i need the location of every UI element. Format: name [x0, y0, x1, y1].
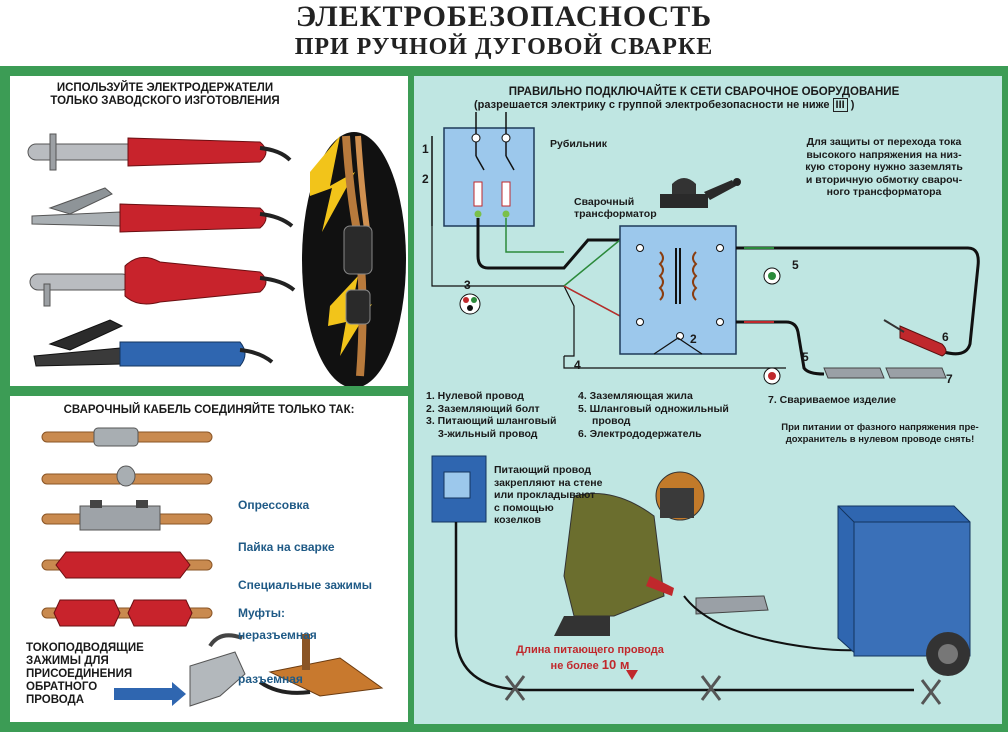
transformer-label-2: трансформатор: [574, 208, 657, 220]
protection-note-1: Для защиты от перехода тока: [806, 136, 962, 148]
clamps-text-4: ОБРАТНОГО: [26, 681, 98, 693]
num-7: 7: [946, 372, 953, 386]
method-solder: Пайка на сварке: [238, 540, 335, 554]
supply-note-5: козелков: [494, 514, 541, 526]
legend-5b: провод: [592, 415, 631, 427]
method-detachable: разъемная: [238, 672, 303, 686]
holders-header-line2: ТОЛЬКО ЗАВОДСКОГО ИЗГОТОВЛЕНИЯ: [50, 95, 280, 107]
page-subtitle: ПРИ РУЧНОЙ ДУГОВОЙ СВАРКЕ: [294, 34, 714, 60]
supply-note-3: или прокладывают: [494, 489, 596, 501]
clamps-text-3: ПРИСОЕДИНЕНИЯ: [26, 668, 133, 680]
holder-cone-icon: [29, 256, 296, 307]
length-note-prefix: не более: [550, 660, 599, 672]
connection-panel: ПРАВИЛЬНО ПОДКЛЮЧАЙТЕ К СЕТИ СВАРОЧНОЕ О…: [414, 76, 1002, 724]
protection-note-3: кую сторону нужно заземлять: [805, 161, 963, 173]
method-crimp: Опрессовка: [238, 498, 310, 512]
legend-6: 6. Электрододержатель: [578, 427, 702, 440]
wiring-diagram: [431, 112, 980, 705]
holder-blue-icon: [33, 319, 274, 367]
legend-1: 1. Нулевой провод: [426, 390, 524, 402]
legend-col2: 4. Заземляющая жила 5. Шланговый одножил…: [578, 390, 729, 440]
num-2b: 2: [690, 332, 697, 346]
legend-2: 2. Заземляющий болт: [426, 402, 540, 415]
electrode-holders-illustration: [27, 132, 406, 386]
supply-note-2: закрепляют на стене: [494, 476, 603, 489]
legend-5: 5. Шланговый одножильный: [578, 402, 729, 415]
num-1: 1: [422, 142, 429, 156]
legend-col1: 1. Нулевой провод 2. Заземляющий болт 3.…: [426, 390, 556, 440]
num-4: 4: [574, 358, 581, 372]
clamps-text-5: ПРОВОДА: [26, 694, 85, 706]
welding-machine-icon: [837, 505, 971, 676]
copper-clamp-icon: [258, 634, 384, 697]
fuse-note-2: дохранитель в нулевом проводе снять!: [785, 434, 975, 445]
protection-note: Для защиты от перехода тока высокого нап…: [774, 136, 994, 199]
welder-icon: [554, 471, 705, 636]
fuse-note: При питании от фазного напряжения пре- д…: [764, 422, 996, 446]
length-value: 10 м: [601, 657, 630, 672]
num-3: 3: [464, 278, 471, 292]
group-value: III: [832, 98, 848, 112]
protection-note-2: высокого напряжения на низ-: [806, 148, 962, 161]
page-title: ЭЛЕКТРОБЕЗОПАСНОСТЬ: [295, 0, 713, 33]
holder-clamp-icon: [31, 187, 294, 233]
return-clamp-icon: [114, 633, 246, 707]
method-clamps: Специальные зажимы: [238, 578, 373, 592]
legend-7: 7. Свариваемое изделие: [768, 394, 897, 406]
num-5a: 5: [792, 258, 799, 272]
connection-header-text: (разрешается электрику с группой электро…: [474, 99, 830, 111]
method-sleeves: Муфты:: [238, 606, 285, 620]
transformer-label-1: Сварочный: [574, 196, 635, 208]
num-5b: 5: [802, 350, 809, 364]
holders-panel: ИСПОЛЬЗУЙТЕ ЭЛЕКТРОДЕРЖАТЕЛИ ТОЛЬКО ЗАВО…: [10, 76, 408, 386]
length-note-1: Длина питающего провода: [516, 644, 664, 656]
insulated-cable-icon: [302, 132, 406, 386]
supply-note-1: Питающий провод: [494, 464, 592, 476]
poster-frame: ИСПОЛЬЗУЙТЕ ЭЛЕКТРОДЕРЖАТЕЛИ ТОЛЬКО ЗАВО…: [0, 66, 1008, 732]
cable-joints-illustration: [41, 427, 384, 707]
cable-header: СВАРОЧНЫЙ КАБЕЛЬ СОЕДИНЯЙТЕ ТОЛЬКО ТАК:: [63, 404, 355, 416]
cable-panel: СВАРОЧНЫЙ КАБЕЛЬ СОЕДИНЯЙТЕ ТОЛЬКО ТАК:: [10, 396, 408, 722]
method-permanent: неразъемная: [238, 628, 317, 642]
connection-header-line2: (разрешается электрику с группой электро…: [474, 98, 855, 112]
clamp-joint-icon: [41, 500, 213, 531]
crimp-joint-icon: [41, 427, 213, 447]
connection-header-close: ): [850, 99, 855, 111]
detachable-sleeve-icon: [41, 599, 213, 627]
num-2: 2: [422, 172, 429, 186]
clamps-text-2: ЗАЖИМЫ ДЛЯ: [26, 655, 109, 667]
holder-pin-icon: [27, 133, 292, 171]
clamps-text-1: ТОКОПОДВОДЯЩИЕ: [26, 642, 144, 654]
legend-3: 3. Питающий шланговый: [426, 415, 557, 427]
supply-note: Питающий провод закрепляют на стене или …: [494, 464, 602, 527]
protection-note-4: и вторичную обмотку сварoч-: [805, 173, 963, 186]
supply-note-4: с помощью: [494, 501, 554, 514]
legend-3b: 3-жильный провод: [438, 427, 538, 440]
switch-label: Рубильник: [550, 138, 607, 150]
solder-joint-icon: [41, 465, 213, 487]
fuse-note-1: При питании от фазного напряжения пре-: [781, 422, 979, 433]
num-6: 6: [942, 330, 949, 344]
permanent-sleeve-icon: [41, 551, 213, 579]
length-note-2: не более 10 м: [500, 657, 680, 672]
legend-4: 4. Заземляющая жила: [578, 390, 693, 402]
protection-note-5: ного трансформатора: [826, 186, 942, 198]
connection-header-line1: ПРАВИЛЬНО ПОДКЛЮЧАЙТЕ К СЕТИ СВАРОЧНОЕ О…: [508, 86, 900, 98]
holders-header-line1: ИСПОЛЬЗУЙТЕ ЭЛЕКТРОДЕРЖАТЕЛИ: [56, 82, 274, 94]
switch-box: [443, 127, 535, 227]
